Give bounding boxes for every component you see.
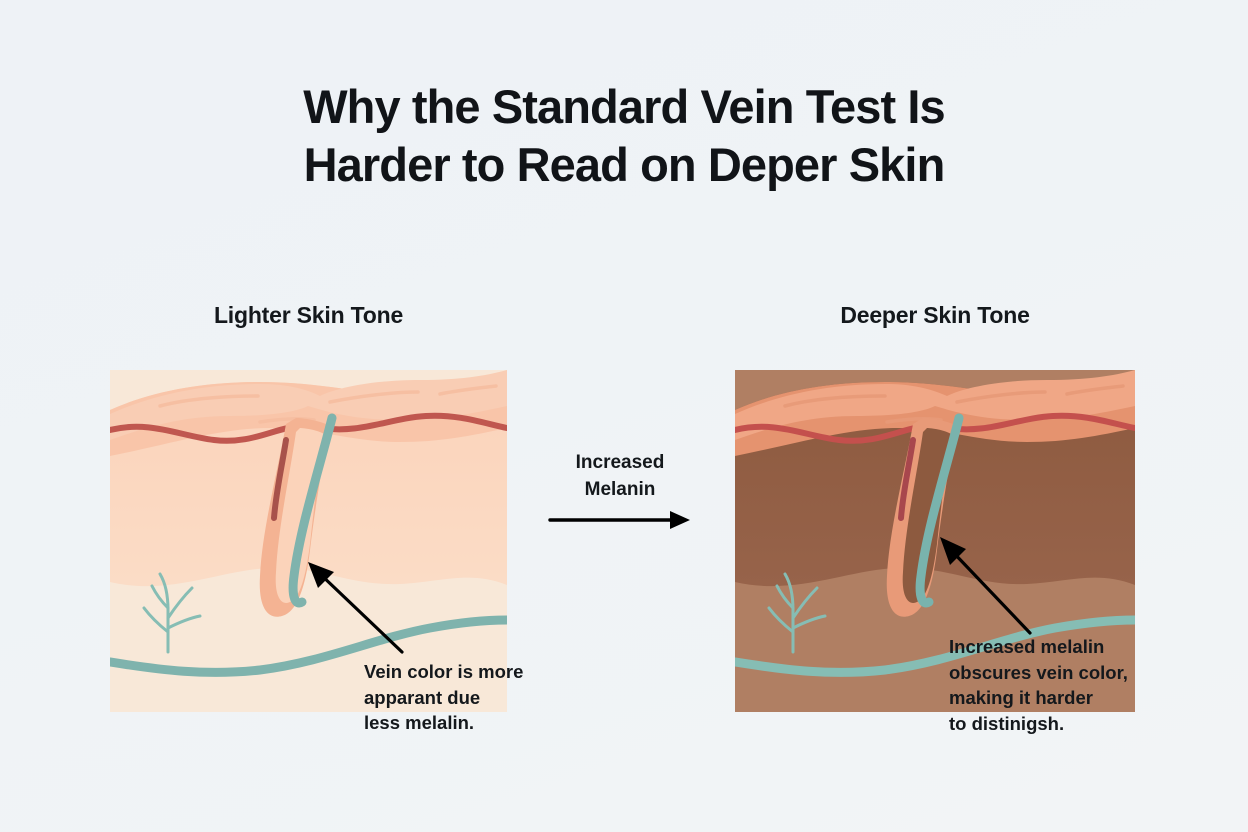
hair-shaft-deeper: [915, 413, 964, 608]
hair-follicle-lumen-deeper: [902, 428, 951, 603]
caption-lighter: Vein color is more apparant due less mel…: [364, 661, 524, 733]
middle-annotation-label: Increased Melanin: [527, 449, 713, 503]
capillary-line-left-deeper: [735, 423, 918, 444]
hair-shaft-lighter: [288, 413, 337, 608]
surface-texture-lines-deeper: [783, 384, 1125, 424]
follicle-capillary-lighter: [271, 437, 289, 521]
epidermis-layer-lighter: [110, 370, 507, 440]
venule-branch-tree-lighter: [142, 572, 202, 654]
page-title: Why the Standard Vein Test Is Harder to …: [0, 78, 1248, 194]
capillary-line-right-deeper: [946, 412, 1135, 433]
capillary-line-right-lighter: [319, 412, 507, 433]
skin-diagram-deeper-svg: [735, 370, 1135, 712]
main-vein-lighter: [110, 615, 507, 677]
page-title-line-2: Harder to Read on Deper Skin: [303, 138, 946, 191]
arrow-right-icon: [548, 511, 690, 529]
panel-heading-lighter: Lighter Skin Tone: [213, 302, 404, 328]
hair-follicle-lumen-lighter: [275, 428, 324, 603]
panel-heading-deeper: Deeper Skin Tone: [840, 302, 1030, 328]
middle-annotation-line-1: Increased: [575, 452, 665, 473]
venule-branch-tree-deeper: [767, 572, 827, 654]
epidermis-layer-deeper: [735, 370, 1135, 440]
capillary-line-left-lighter: [110, 423, 291, 444]
page-title-line-1: Why the Standard Vein Test Is: [303, 80, 946, 133]
middle-annotation-line-2: Melanin: [584, 479, 656, 500]
follicle-capillary-deeper: [898, 437, 916, 521]
skin-cross-section-deeper: [735, 370, 1135, 712]
caption-deeper: Increased melalin obscures vein color, m…: [949, 636, 1128, 734]
surface-texture-lines-lighter: [158, 384, 498, 424]
skin-cross-section-lighter: [110, 370, 507, 712]
main-vein-deeper: [735, 615, 1135, 677]
skin-diagram-lighter-svg: [110, 370, 507, 712]
